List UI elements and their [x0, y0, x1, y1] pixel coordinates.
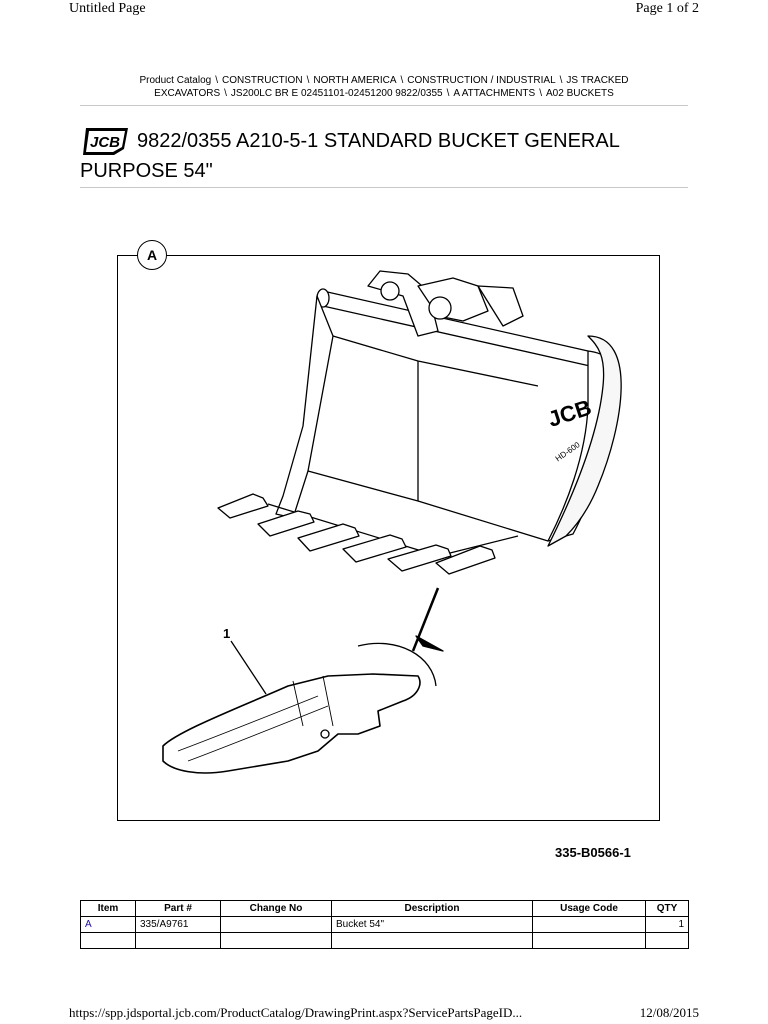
parts-table: Item Part # Change No Description Usage …: [80, 900, 689, 949]
callout-1: 1: [223, 626, 230, 641]
cell-usage-code: [532, 932, 646, 949]
breadcrumb-excavators[interactable]: EXCAVATORS: [154, 88, 221, 99]
breadcrumb-line-1: Product Catalog\CONSTRUCTION\NORTH AMERI…: [80, 74, 688, 87]
divider: [80, 105, 688, 106]
breadcrumb-separator: \: [539, 88, 542, 99]
breadcrumb-separator: \: [400, 75, 404, 86]
col-change-no: Change No: [220, 900, 332, 917]
print-footer-url: https://spp.jdsportal.jcb.com/ProductCat…: [69, 1005, 523, 1020]
breadcrumb-separator: \: [559, 75, 563, 86]
breadcrumb-model[interactable]: JS200LC BR E 02451101-02451200 9822/0355: [230, 88, 443, 99]
breadcrumb-separator: \: [446, 88, 450, 99]
table-row: A 335/A9761 Bucket 54" 1: [80, 916, 689, 933]
cell-description: Bucket 54": [331, 916, 533, 933]
breadcrumb-attachments[interactable]: A ATTACHMENTS: [453, 88, 536, 99]
col-qty: QTY: [645, 900, 689, 917]
parts-table-header: Item Part # Change No Description Usage …: [80, 900, 689, 917]
breadcrumb-separator: \: [306, 75, 310, 86]
parts-drawing: JCB HD-600 1: [117, 255, 660, 821]
print-header-title: Untitled Page: [69, 1, 146, 16]
print-header-page: Page 1 of 2: [635, 1, 699, 16]
col-part-number: Part #: [135, 900, 221, 917]
print-header: Untitled Page Page 1 of 2: [0, 0, 768, 22]
cell-item: [80, 932, 136, 949]
print-footer-date: 12/08/2015: [639, 1005, 699, 1020]
breadcrumb-separator: \: [224, 88, 227, 99]
cell-change-no: [220, 916, 332, 933]
breadcrumb-js-tracked[interactable]: JS TRACKED: [566, 75, 629, 86]
view-a-label: A: [137, 240, 167, 270]
jcb-logo: JCB: [83, 128, 128, 155]
col-item: Item: [80, 900, 136, 917]
table-row: [80, 932, 689, 949]
col-description: Description: [331, 900, 533, 917]
breadcrumb-separator: \: [215, 75, 218, 86]
page-title: 9822/0355 A210-5-1 STANDARD BUCKET GENER…: [80, 130, 620, 182]
breadcrumb-construction-industrial[interactable]: CONSTRUCTION / INDUSTRIAL: [407, 75, 556, 86]
breadcrumb-line-2: EXCAVATORS\JS200LC BR E 02451101-0245120…: [80, 87, 688, 100]
bucket-illustration: JCB HD-600 1: [162, 270, 622, 774]
cell-change-no: [220, 932, 332, 949]
breadcrumb-construction[interactable]: CONSTRUCTION: [222, 75, 303, 86]
cell-usage-code: [532, 916, 646, 933]
breadcrumb-product-catalog[interactable]: Product Catalog: [139, 75, 212, 86]
figure-code: 335-B0566-1: [555, 845, 631, 860]
logo-text: JCB: [90, 134, 120, 151]
breadcrumb-north-america[interactable]: NORTH AMERICA: [313, 75, 397, 86]
print-footer: https://spp.jdsportal.jcb.com/ProductCat…: [69, 1005, 699, 1021]
col-usage-code: Usage Code: [532, 900, 646, 917]
breadcrumb-buckets[interactable]: A02 BUCKETS: [546, 88, 614, 99]
cell-part-number: [135, 932, 221, 949]
cell-qty: 1: [645, 916, 689, 933]
cell-item[interactable]: A: [80, 916, 136, 933]
breadcrumb: Product Catalog\CONSTRUCTION\NORTH AMERI…: [80, 74, 688, 100]
bucket-model-text: HD-600: [554, 440, 582, 463]
cell-qty: [645, 932, 689, 949]
divider: [80, 187, 688, 188]
cell-part-number: 335/A9761: [135, 916, 221, 933]
cell-description: [331, 932, 533, 949]
